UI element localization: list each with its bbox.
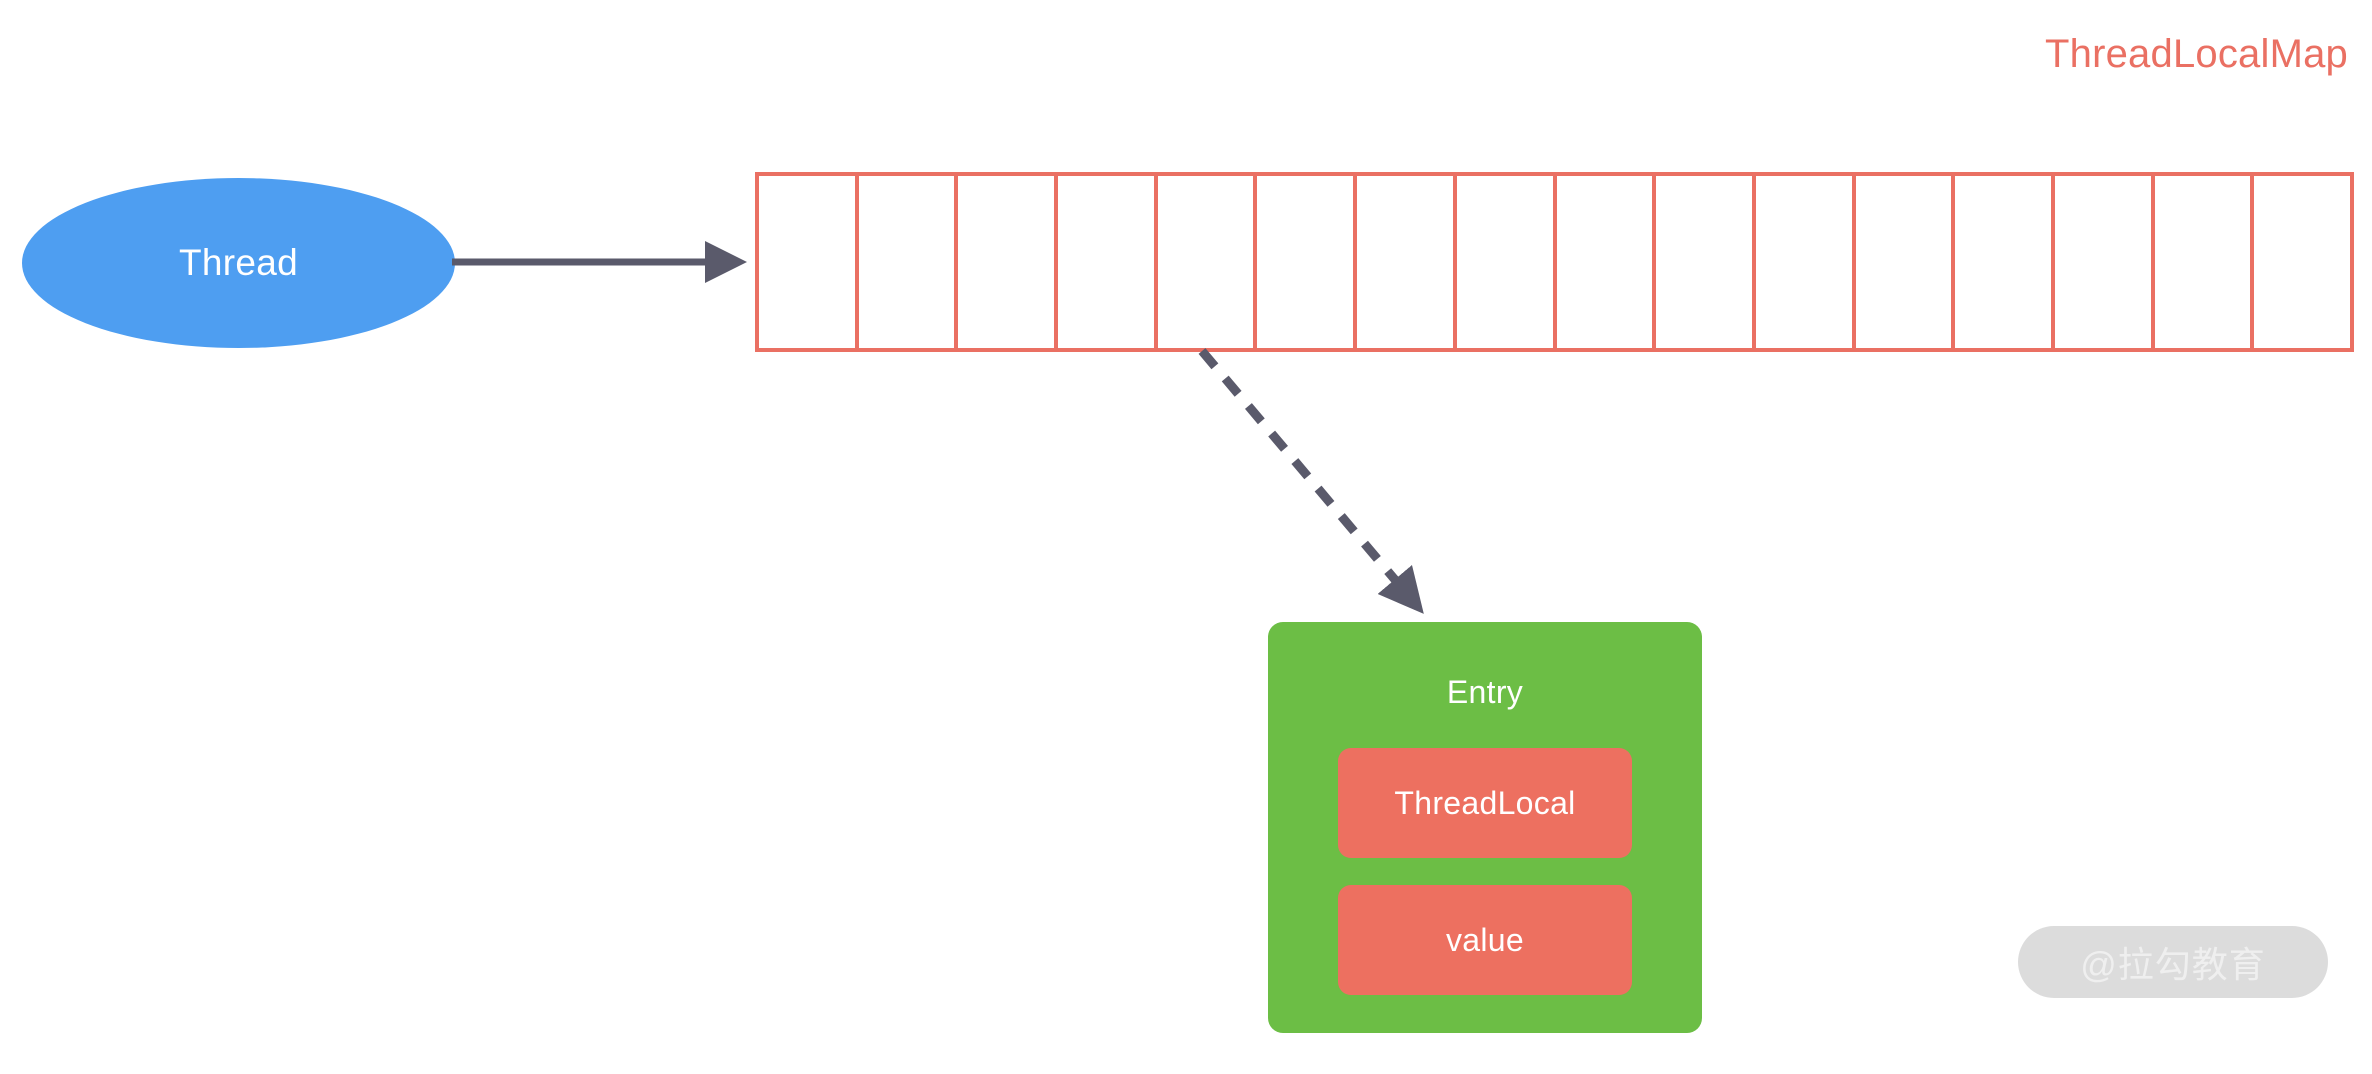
map-slot[interactable] bbox=[1058, 176, 1158, 348]
map-slot[interactable] bbox=[1656, 176, 1756, 348]
threadlocalmap-array bbox=[755, 172, 2354, 352]
map-slot[interactable] bbox=[1257, 176, 1358, 348]
map-slot[interactable] bbox=[2054, 176, 2155, 348]
entry-field-threadlocal-label: ThreadLocal bbox=[1394, 784, 1576, 821]
map-slot[interactable] bbox=[1755, 176, 1856, 348]
thread-node-label: Thread bbox=[178, 242, 299, 283]
diagram-title: ThreadLocalMap bbox=[2045, 32, 2348, 76]
map-slot[interactable] bbox=[2254, 176, 2354, 348]
entry-field-threadlocal: ThreadLocal bbox=[1338, 748, 1632, 858]
map-slot[interactable] bbox=[1456, 176, 1557, 348]
map-slot[interactable] bbox=[958, 176, 1059, 348]
entry-field-value-label: value bbox=[1446, 921, 1524, 958]
thread-node: Thread bbox=[22, 178, 455, 348]
map-slot[interactable] bbox=[1955, 176, 2055, 348]
map-slot[interactable] bbox=[2154, 176, 2255, 348]
map-slot[interactable] bbox=[759, 176, 859, 348]
map-slot[interactable] bbox=[1157, 176, 1258, 348]
watermark-badge: @拉勾教育 bbox=[2018, 926, 2328, 998]
map-slot[interactable] bbox=[858, 176, 959, 348]
thread-to-map-arrow bbox=[452, 241, 747, 283]
map-slot[interactable] bbox=[1357, 176, 1457, 348]
entry-field-value: value bbox=[1338, 885, 1632, 995]
entry-node-title: Entry bbox=[1446, 674, 1524, 710]
watermark-text: @拉勾教育 bbox=[2080, 944, 2266, 985]
map-slot[interactable] bbox=[1556, 176, 1657, 348]
map-slot[interactable] bbox=[1855, 176, 1956, 348]
entry-node: Entry ThreadLocal value bbox=[1268, 622, 1702, 1033]
slot-to-entry-arrow bbox=[1198, 348, 1424, 614]
